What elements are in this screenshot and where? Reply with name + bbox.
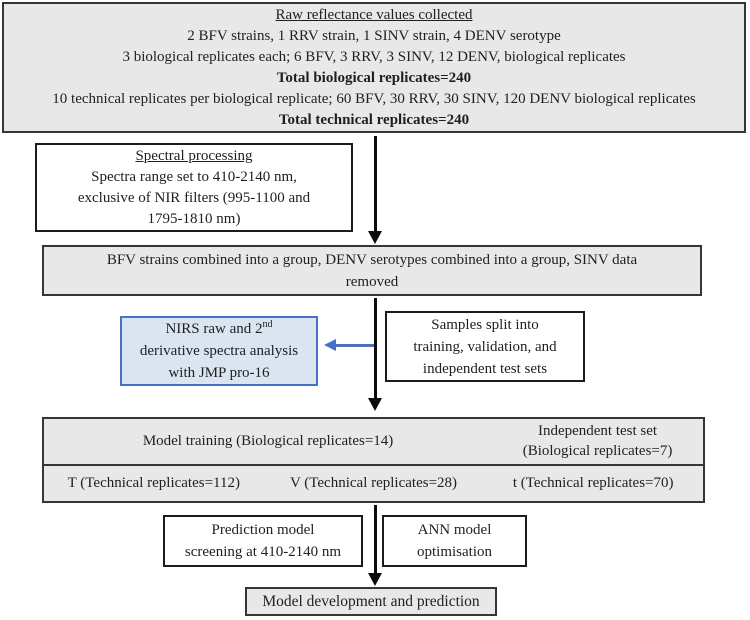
ann-optimisation-box: ANN model optimisation bbox=[382, 515, 527, 567]
total-biological-replicates: Total biological replicates=240 bbox=[276, 69, 472, 86]
samples-split-line2: training, validation, and bbox=[413, 338, 557, 355]
raw-reflectance-line: 2 BFV strains, 1 RRV strain, 1 SINV stra… bbox=[187, 27, 561, 44]
arrowhead-to-nirs-icon bbox=[324, 339, 336, 351]
spectral-processing-title: Spectral processing bbox=[135, 147, 253, 164]
arrow-line-top-to-group bbox=[374, 136, 377, 232]
raw-reflectance-line: 10 technical replicates per biological r… bbox=[52, 90, 696, 107]
model-development-box: Model development and prediction bbox=[245, 587, 497, 616]
independent-test-set-line2: (Biological replicates=7) bbox=[522, 443, 673, 460]
raw-reflectance-box: Raw reflectance values collected 2 BFV s… bbox=[2, 2, 746, 133]
model-development-label: Model development and prediction bbox=[262, 593, 480, 610]
prediction-screening-box: Prediction model screening at 410-2140 n… bbox=[163, 515, 363, 567]
training-replicates-cell: T (Technical replicates=112) bbox=[67, 474, 240, 491]
samples-split-line1: Samples split into bbox=[431, 316, 539, 333]
samples-split-box: Samples split into training, validation,… bbox=[385, 311, 585, 382]
arrow-line-model-to-bottom bbox=[374, 505, 377, 574]
independent-test-set-cell: Independent test set (Biological replica… bbox=[492, 421, 703, 461]
ann-optimisation-line1: ANN model bbox=[417, 522, 492, 538]
validation-replicates-cell: V (Technical replicates=28) bbox=[289, 474, 458, 491]
prediction-screening-line1: Prediction model bbox=[211, 522, 315, 538]
spectral-processing-box: Spectral processing Spectra range set to… bbox=[35, 143, 353, 232]
test-replicates-cell: t (Technical replicates=70) bbox=[512, 474, 674, 491]
prediction-screening-line2: screening at 410-2140 nm bbox=[184, 544, 342, 560]
spectral-filter-line2: 1795-1810 nm) bbox=[147, 210, 241, 227]
nirs-line1-superscript: nd bbox=[262, 319, 273, 330]
technical-replicates-row: T (Technical replicates=112) V (Technica… bbox=[44, 463, 703, 501]
independent-test-set-line1: Independent test set bbox=[537, 423, 658, 440]
total-technical-replicates: Total technical replicates=240 bbox=[278, 111, 470, 128]
arrow-line-group-to-model bbox=[374, 298, 377, 398]
nirs-analysis-line2: derivative spectra analysis bbox=[139, 343, 299, 359]
arrowhead-top-to-group-icon bbox=[368, 231, 382, 244]
ann-optimisation-line2: optimisation bbox=[417, 544, 492, 560]
arrowhead-group-to-model-icon bbox=[368, 398, 382, 411]
nirs-analysis-line1: NIRS raw and 2nd bbox=[122, 318, 316, 340]
arrow-line-to-nirs bbox=[336, 344, 374, 347]
group-combination-box: BFV strains combined into a group, DENV … bbox=[42, 245, 702, 296]
group-combination-line2: removed bbox=[345, 273, 399, 290]
arrowhead-model-to-bottom-icon bbox=[368, 573, 382, 586]
nirs-analysis-box: NIRS raw and 2nd derivative spectra anal… bbox=[120, 316, 318, 386]
model-training-label: Model training (Biological replicates=14… bbox=[142, 432, 394, 449]
nirs-analysis-line3: with JMP pro-16 bbox=[168, 365, 270, 381]
nirs-line1-text: NIRS raw and 2 bbox=[165, 321, 263, 337]
group-combination-line: BFV strains combined into a group, DENV … bbox=[106, 251, 638, 268]
raw-reflectance-line: 3 biological replicates each; 6 BFV, 3 R… bbox=[122, 48, 626, 65]
model-training-header-row: Model training (Biological replicates=14… bbox=[44, 419, 703, 464]
model-training-box: Model training (Biological replicates=14… bbox=[42, 417, 705, 503]
spectral-range-line: Spectra range set to 410-2140 nm, bbox=[91, 168, 297, 185]
samples-split-line3: independent test sets bbox=[422, 360, 548, 377]
raw-reflectance-title: Raw reflectance values collected bbox=[275, 6, 473, 23]
spectral-filter-line: exclusive of NIR filters (995-1100 and bbox=[77, 189, 311, 206]
